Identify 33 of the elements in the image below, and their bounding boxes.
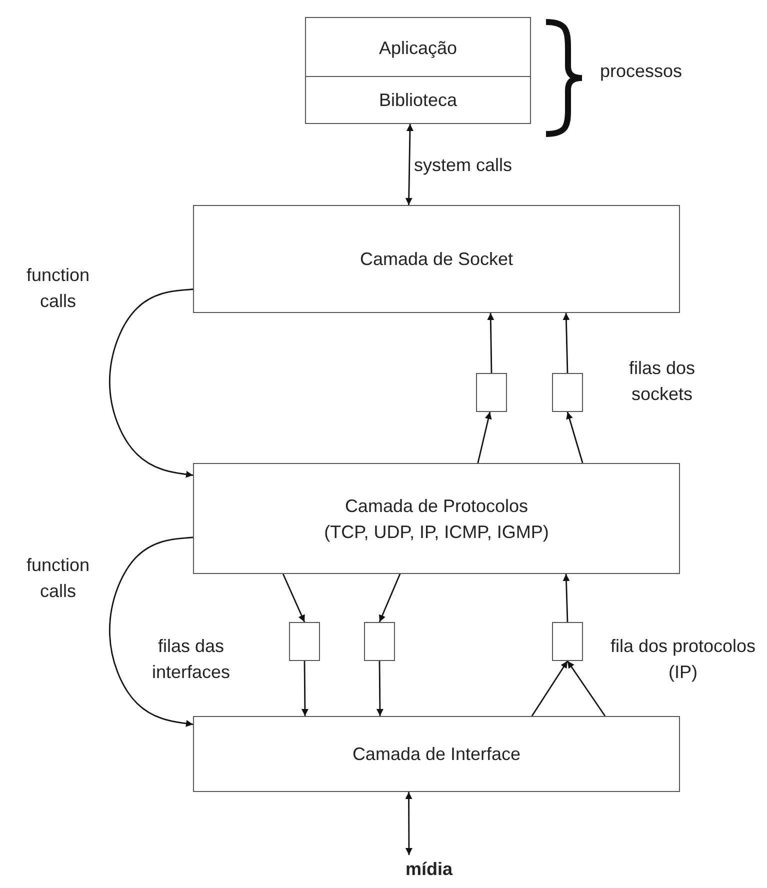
arrow [108,536,194,727]
medium-label: mídia [369,855,489,883]
arrow [562,312,570,374]
queue-box [364,622,395,661]
arrow [405,124,414,206]
annotation-label: fila dos protocolos (IP) [609,635,757,684]
annotation-label: filas das interfaces [150,635,232,684]
arrow [282,574,306,622]
edge-label: system calls [414,154,512,177]
process-box: Aplicação [305,17,531,78]
arrow [562,574,570,622]
annotation-label: filas dos sockets [628,357,696,406]
annotation-label: processos [598,60,684,83]
arrow [378,574,401,622]
edge-label: function calls [25,554,91,603]
queue-box [289,622,320,661]
arrow [487,312,494,374]
arrow [301,661,308,716]
edge-label: function calls [25,264,91,313]
arrow [477,412,492,464]
layer-box: Camada de Interface [193,716,680,792]
layer-box: Camada de Socket [193,205,680,313]
library-box: Biblioteca [305,76,531,124]
arrow [566,660,606,716]
arrow [531,660,568,716]
arrow [108,288,194,478]
layer-box: Camada de Protocolos (TCP, UDP, IP, ICMP, IGMP) [193,463,680,574]
queue-box [552,373,583,412]
queue-box [552,622,583,661]
arrow [566,412,584,464]
queue-box [476,373,507,412]
arrow [376,661,384,716]
arrow [405,792,412,855]
